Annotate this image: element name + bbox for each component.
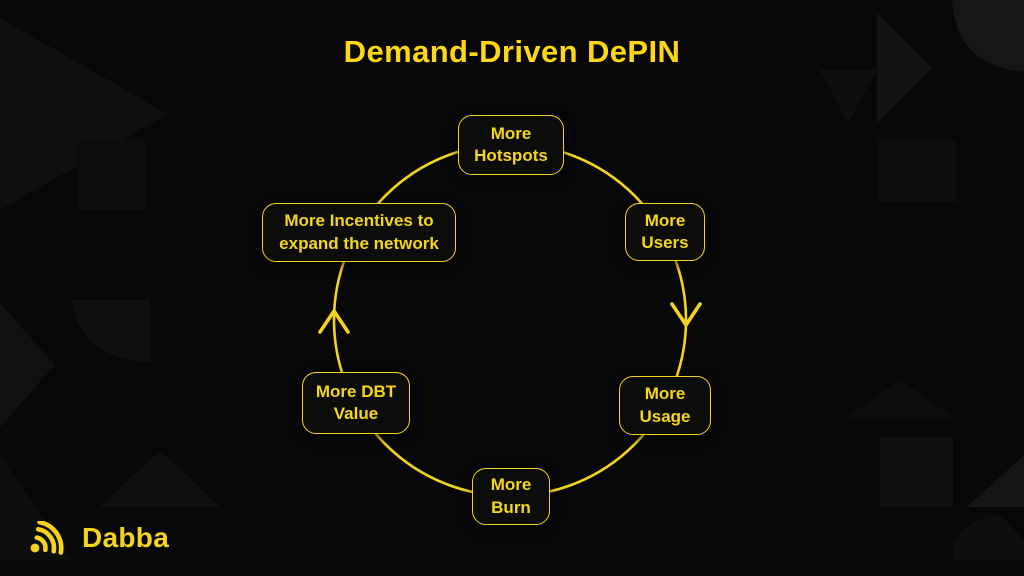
node-label: More Hotspots	[474, 123, 548, 165]
node-more-hotspots: More Hotspots	[458, 115, 564, 175]
arrow-up-icon	[318, 309, 350, 334]
arrow-down-icon	[670, 302, 702, 327]
brand-name: Dabba	[82, 522, 170, 553]
node-more-users: More Users	[625, 203, 705, 261]
node-more-burn: More Burn	[472, 468, 550, 525]
node-more-dbt-value: More DBT Value	[302, 372, 410, 434]
dabba-signal-icon	[30, 521, 64, 555]
page-title: Demand-Driven DePIN	[343, 34, 681, 69]
node-label: More Burn	[490, 475, 532, 517]
node-label: More Incentives to expand the network	[279, 211, 439, 253]
node-label: More DBT Value	[315, 381, 397, 423]
node-label: More Usage	[639, 384, 691, 426]
brand-logo: Dabba	[28, 521, 169, 555]
cycle-circle	[332, 142, 688, 498]
node-more-incentives: More Incentives to expand the network	[262, 203, 456, 262]
node-label: More Users	[641, 210, 689, 252]
node-more-usage: More Usage	[619, 376, 711, 435]
